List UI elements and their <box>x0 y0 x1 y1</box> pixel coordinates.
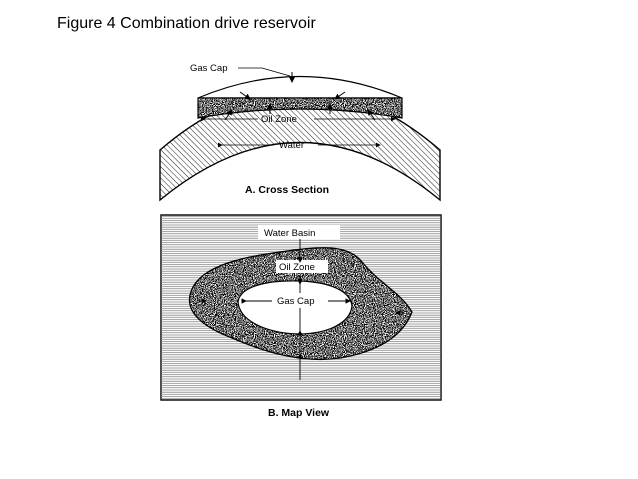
water-basin-label: Water Basin <box>264 228 315 239</box>
gas-cap-label: Gas Cap <box>190 63 228 74</box>
gas-cap-area <box>237 280 353 335</box>
map-gas-cap-label: Gas Cap <box>277 296 315 307</box>
cross-section-panel: Gas Cap Oil Zone Water A. Cross Section <box>159 63 441 202</box>
gas-cap-region <box>197 75 403 99</box>
water-label: Water <box>279 140 304 151</box>
oil-zone-region <box>197 97 403 119</box>
map-view-panel: Water Basin Oil Zone Gas Cap B. Map View <box>160 214 442 419</box>
map-oil-zone-label: Oil Zone <box>279 262 315 273</box>
map-drive-arrows <box>198 239 404 380</box>
oil-zone-label: Oil Zone <box>261 114 297 125</box>
drive-arrows <box>224 72 376 121</box>
figure-title: Figure 4 Combination drive reservoir <box>57 15 316 32</box>
map-view-caption: B. Map View <box>268 407 330 419</box>
cross-section-caption: A. Cross Section <box>245 184 329 196</box>
